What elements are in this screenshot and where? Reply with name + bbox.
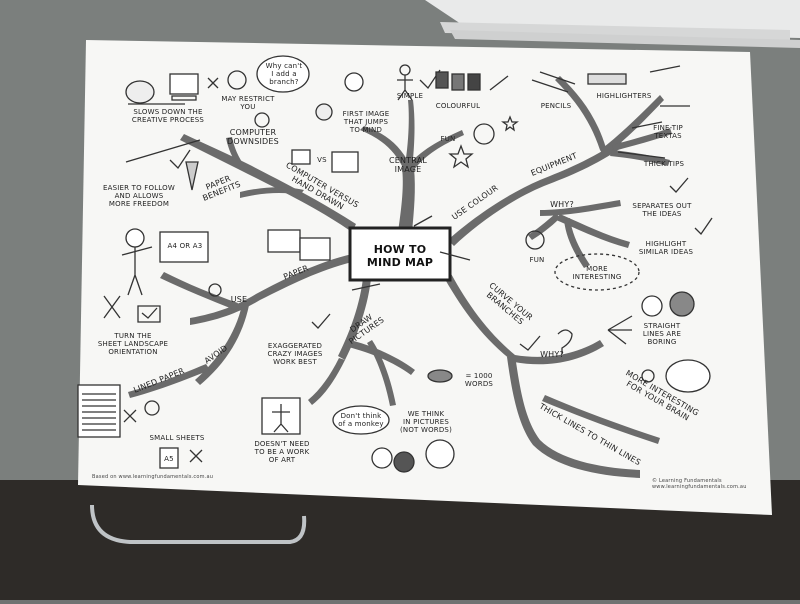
footer-right: © Learning Fundamentals www.learningfund… <box>652 478 747 490</box>
label-pencils: PENCILS <box>540 102 572 110</box>
label-why-top: WHY? <box>550 200 574 209</box>
bubble-branch: Why can't I add a branch? <box>265 62 303 86</box>
label-slows-down: SLOWS DOWN THE CREATIVE PROCESS <box>131 108 205 124</box>
label-first-image: FIRST IMAGE THAT JUMPS TO MIND <box>342 110 390 134</box>
label-fun-top: FUN <box>440 135 456 143</box>
label-why-bottom: WHY? <box>540 350 564 359</box>
paper-stack <box>425 0 800 48</box>
metal-clip <box>90 504 307 544</box>
doodles <box>77 55 713 473</box>
label-a5: A5 <box>164 455 174 463</box>
label-turn-sheet: TURN THE SHEET LANDSCAPE ORIENTATION <box>97 332 169 356</box>
label-computer-downsides: COMPUTER DOWNSIDES <box>227 128 279 146</box>
label-fine-tip: FINE-TIP TEXTAS <box>653 124 683 140</box>
footer-left: Based on www.learningfundamentals.com.au <box>92 474 214 480</box>
label-doesnt-need: DOESN'T NEED TO BE A WORK OF ART <box>254 440 310 464</box>
label-highlight-similar: HIGHLIGHT SIMILAR IDEAS <box>638 240 694 256</box>
label-central-image: CENTRAL IMAGE <box>388 156 428 174</box>
central-title: HOW TO MIND MAP <box>366 243 434 269</box>
central-box <box>348 226 452 282</box>
label-easier: EASIER TO FOLLOW AND ALLOWS MORE FREEDOM <box>103 184 175 208</box>
label-1000-words: = 1000 WORDS <box>464 372 494 388</box>
label-more-interesting: MORE INTERESTING <box>572 265 622 281</box>
label-small-sheets: SMALL SHEETS <box>149 434 205 442</box>
label-may-restrict: MAY RESTRICT YOU <box>221 95 275 111</box>
label-thick-tips: THICK TIPS <box>643 160 685 168</box>
label-vs: VS <box>317 156 327 164</box>
label-a4-a3: A4 OR A3 <box>167 242 203 250</box>
label-separates: SEPARATES OUT THE IDEAS <box>632 202 692 218</box>
label-highlighters: HIGHLIGHTERS <box>596 92 652 100</box>
label-fun-mid: FUN <box>529 256 545 264</box>
bubble-monkey: Don't think of a monkey <box>338 412 384 428</box>
label-colourful: COLOURFUL <box>435 102 481 110</box>
label-simple: SIMPLE <box>396 92 424 100</box>
label-we-think: WE THINK IN PICTURES (NOT WORDS) <box>399 410 453 434</box>
branches <box>128 76 672 478</box>
label-use: USE <box>230 295 248 304</box>
label-straight-lines: STRAIGHT LINES ARE BORING <box>642 322 682 346</box>
label-exaggerated: EXAGGERATED CRAZY IMAGES WORK BEST <box>267 342 323 366</box>
